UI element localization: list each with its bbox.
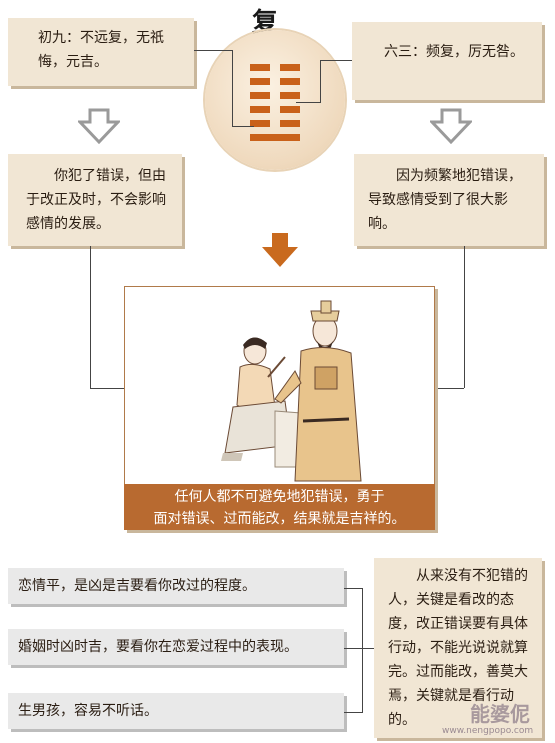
line-one-text-box: 初九：不远复，无祇悔，元吉。 bbox=[8, 18, 194, 86]
advice-box: 从来没有不犯错的人，关键是看改的态度，改正错误要有具体行动，不能光说说就算完。过… bbox=[374, 558, 542, 738]
watermark-logo: 能婆伲 bbox=[470, 702, 530, 726]
connector-mid-left-vertical bbox=[90, 246, 91, 388]
line-three-text-box: 六三：频复，厉无咎。 bbox=[352, 22, 542, 100]
caption-line-2: 面对错误、过而能改，结果就是吉祥的。 bbox=[153, 511, 406, 527]
line-one-text: 初九：不远复，无祇悔，元吉。 bbox=[38, 30, 164, 70]
connector-right-vertical bbox=[320, 60, 321, 102]
watermark-url: www.nengpopo.com bbox=[442, 726, 534, 736]
childbirth-forecast-item: 生男孩，容易不听话。 bbox=[8, 693, 344, 729]
fu-hexagram-icon bbox=[250, 64, 300, 141]
line-three-text: 六三：频复，厉无咎。 bbox=[384, 44, 524, 60]
romance-forecast-text: 恋情平，是凶是吉要看你改过的程度。 bbox=[18, 578, 256, 594]
seated-woman-figure bbox=[221, 337, 302, 468]
bracket-mid bbox=[344, 648, 374, 649]
connector-left-foot bbox=[232, 126, 254, 127]
scholars-illustration-image bbox=[221, 300, 362, 482]
connector-mid-right-horizontal bbox=[434, 388, 464, 389]
interpretation-left-box: 你犯了错误，但由于改正及时，不会影响感情的发展。 bbox=[8, 154, 182, 246]
bracket-bottom bbox=[344, 712, 362, 713]
connector-mid-right-vertical bbox=[464, 246, 465, 388]
interpretation-left-text: 你犯了错误，但由于改正及时，不会影响感情的发展。 bbox=[26, 168, 166, 232]
romance-forecast-item: 恋情平，是凶是吉要看你改过的程度。 bbox=[8, 568, 344, 604]
hexagram-circle bbox=[205, 30, 345, 170]
down-arrow-icon-right bbox=[430, 108, 472, 144]
standing-man-figure bbox=[274, 300, 362, 482]
illustration-caption: 任何人都不可避免地犯错误，勇于 面对错误、过而能改，结果就是吉祥的。 bbox=[124, 484, 435, 530]
advice-text: 从来没有不犯错的人，关键是看改的态度，改正错误要有具体行动，不能光说说就算完。过… bbox=[388, 568, 528, 728]
marriage-forecast-item: 婚姻时凶时吉，要看你在恋爱过程中的表现。 bbox=[8, 629, 344, 665]
interpretation-right-text: 因为频繁地犯错误，导致感情受到了很大影响。 bbox=[368, 168, 522, 232]
childbirth-forecast-text: 生男孩，容易不听话。 bbox=[18, 703, 158, 719]
connector-left-horizontal bbox=[194, 50, 232, 51]
caption-line-1: 任何人都不可避免地犯错误，勇于 bbox=[174, 489, 385, 505]
connector-mid-left-horizontal bbox=[90, 388, 124, 389]
connector-right-foot bbox=[296, 102, 321, 103]
marriage-forecast-text: 婚姻时凶时吉，要看你在恋爱过程中的表现。 bbox=[18, 639, 298, 655]
bracket-top bbox=[344, 588, 362, 589]
connector-right-horizontal bbox=[320, 60, 352, 61]
bracket-vertical bbox=[362, 588, 363, 713]
down-arrow-icon-left bbox=[78, 108, 120, 144]
connector-left-vertical bbox=[232, 50, 233, 126]
interpretation-right-box: 因为频繁地犯错误，导致感情受到了很大影响。 bbox=[354, 154, 544, 246]
down-arrow-icon-center bbox=[262, 233, 298, 267]
